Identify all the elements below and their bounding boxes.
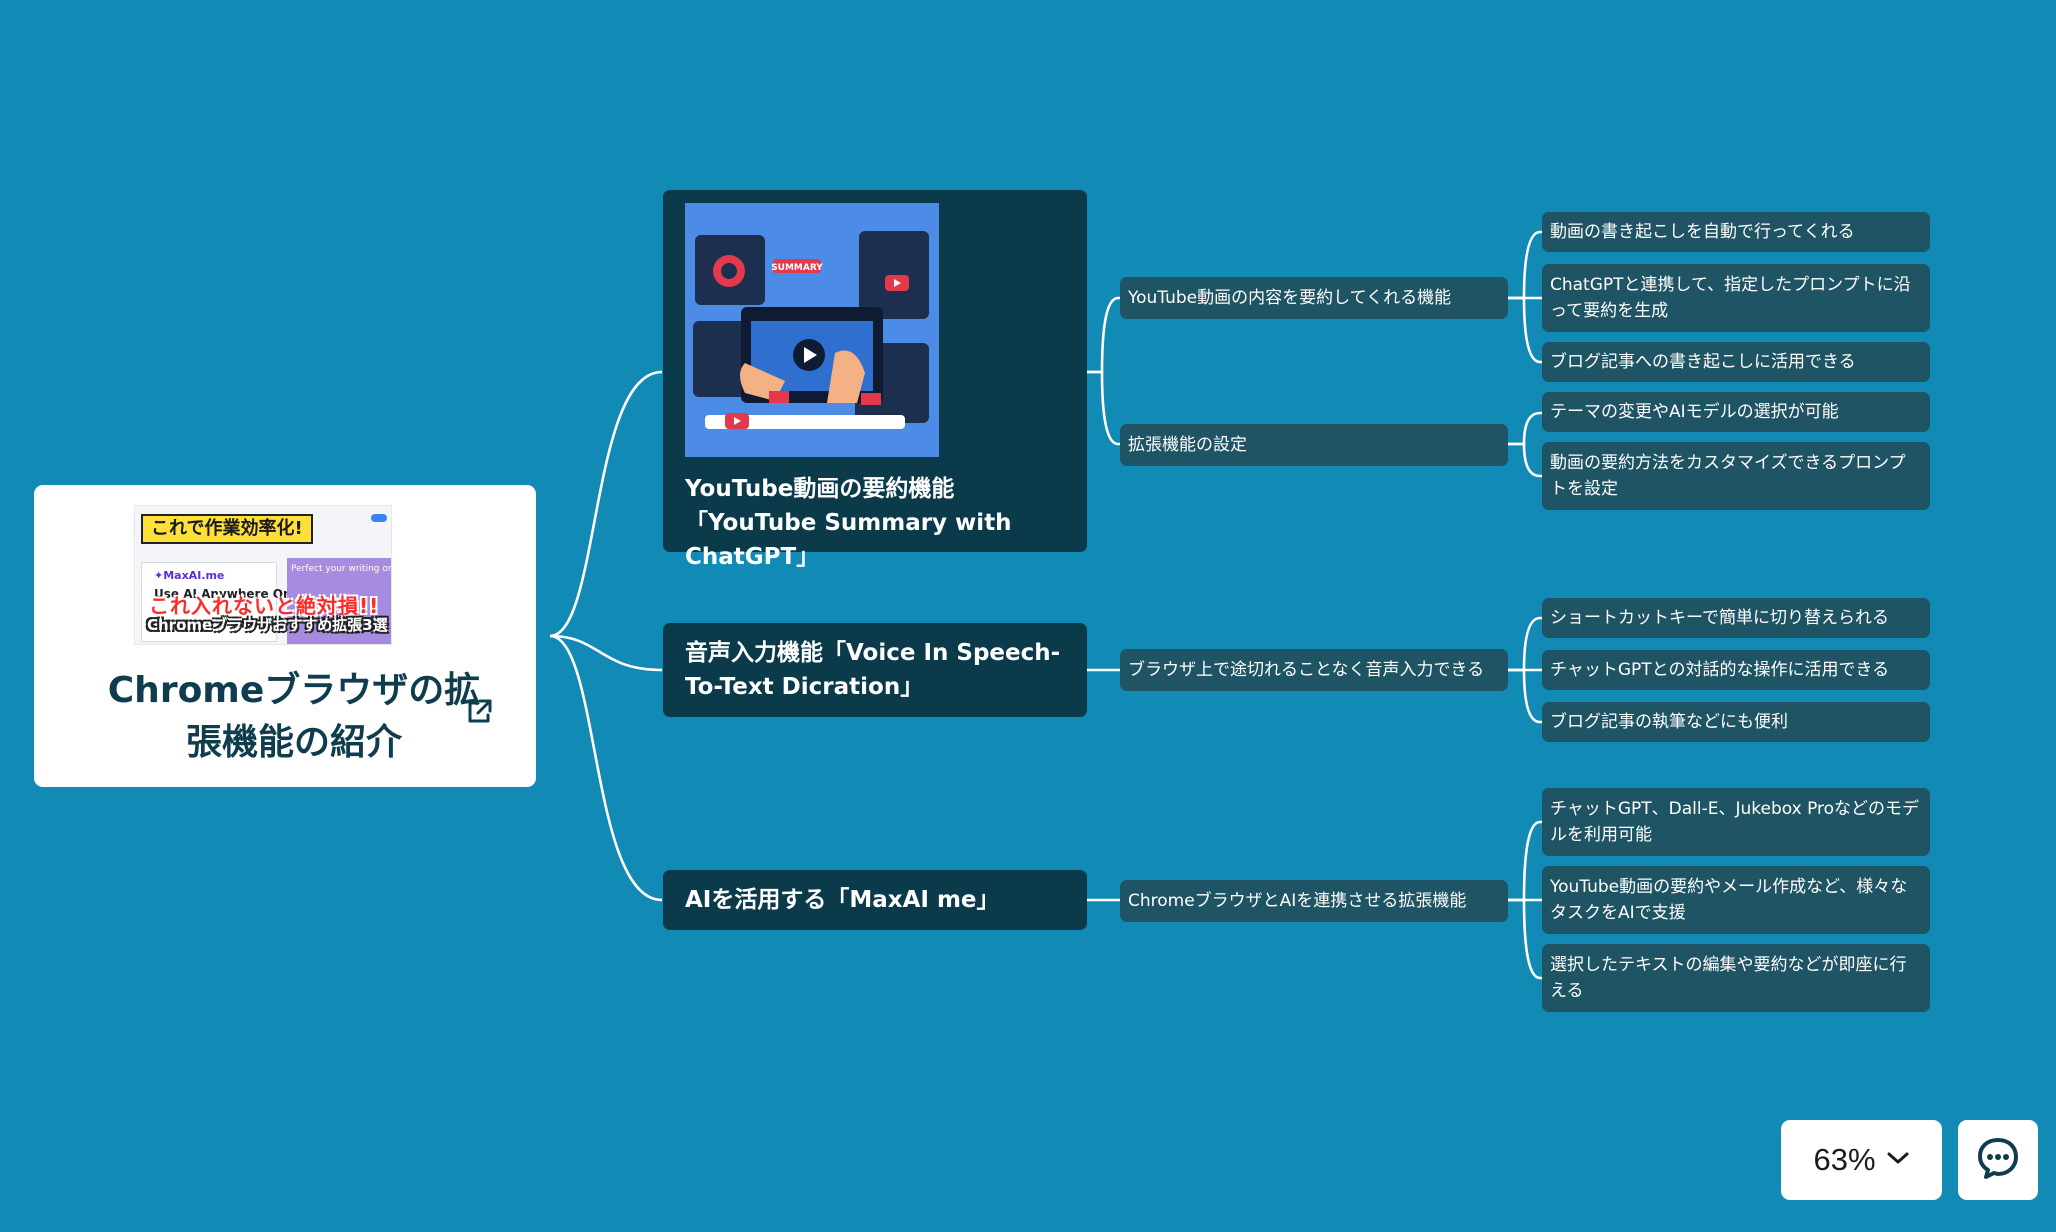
root-thumbnail: これで作業効率化! ✦MaxAI.me Use AI Anywhere Onli… bbox=[134, 505, 392, 645]
zoom-level: 63% bbox=[1813, 1142, 1876, 1177]
leaf-label: テーマの変更やAIモデルの選択が可能 bbox=[1550, 402, 1839, 422]
node-label: 拡張機能の設定 bbox=[1128, 435, 1247, 455]
leaf-item[interactable]: ショートカットキーで簡単に切り替えられる bbox=[1542, 598, 1930, 638]
leaf-label: ブログ記事への書き起こしに活用できる bbox=[1550, 352, 1856, 372]
thumbnail-banner-text: これで作業効率化! bbox=[141, 514, 313, 544]
branch-illustration: SUMMARY bbox=[685, 203, 939, 457]
branch-youtube-summary[interactable]: SUMMARY YouTube動画の要約機能「YouTube Summary w… bbox=[663, 190, 1087, 570]
illustration-summary-label: SUMMARY bbox=[771, 263, 823, 273]
leaf-item[interactable]: チャットGPT、Dall-E、Jukebox Proなどのモデルを利用可能 bbox=[1542, 788, 1930, 856]
external-link-icon[interactable] bbox=[464, 697, 494, 727]
leaf-item[interactable]: テーマの変更やAIモデルの選択が可能 bbox=[1542, 392, 1930, 432]
thumbnail-headline-text: Use AI Anywhere Online bbox=[154, 587, 317, 601]
leaf-item[interactable]: ブログ記事の執筆などにも便利 bbox=[1542, 702, 1930, 742]
leaf-item[interactable]: 動画の書き起こしを自動で行ってくれる bbox=[1542, 212, 1930, 252]
node-extension-settings[interactable]: 拡張機能の設定 bbox=[1120, 424, 1508, 466]
node-youtube-summary-feature[interactable]: YouTube動画の内容を要約してくれる機能 bbox=[1120, 277, 1508, 319]
leaf-item[interactable]: 選択したテキストの編集や要約などが即座に行える bbox=[1542, 944, 1930, 1012]
leaf-item[interactable]: 動画の要約方法をカスタマイズできるプロンプトを設定 bbox=[1542, 442, 1930, 510]
chat-bubble-icon bbox=[1975, 1135, 2021, 1185]
root-title-text: Chromeブラウザの拡張機能の紹介 bbox=[107, 670, 481, 763]
leaf-label: チャットGPT、Dall-E、Jukebox Proなどのモデルを利用可能 bbox=[1550, 799, 1920, 845]
leaf-label: ブログ記事の執筆などにも便利 bbox=[1550, 712, 1788, 732]
node-label: ChromeブラウザとAIを連携させる拡張機能 bbox=[1128, 891, 1467, 911]
root-title: Chromeブラウザの拡張機能の紹介 bbox=[54, 665, 534, 769]
leaf-label: ショートカットキーで簡単に切り替えられる bbox=[1550, 608, 1889, 628]
thumbnail-brand-text: ✦MaxAI.me bbox=[154, 569, 225, 582]
leaf-label: 選択したテキストの編集や要約などが即座に行える bbox=[1550, 955, 1907, 1001]
node-maxai-feature[interactable]: ChromeブラウザとAIを連携させる拡張機能 bbox=[1120, 880, 1508, 922]
leaf-label: 動画の書き起こしを自動で行ってくれる bbox=[1550, 222, 1855, 242]
chat-button[interactable] bbox=[1958, 1120, 2038, 1200]
thumbnail-left-panel: ✦MaxAI.me Use AI Anywhere Online bbox=[141, 562, 316, 642]
branch-voice-in[interactable]: 音声入力機能「Voice In Speech-To-Text Dicration… bbox=[663, 623, 1087, 717]
leaf-item[interactable]: YouTube動画の要約やメール作成など、様々なタスクをAIで支援 bbox=[1542, 866, 1930, 934]
chevron-down-icon bbox=[1886, 1150, 1910, 1170]
node-label: YouTube動画の内容を要約してくれる機能 bbox=[1128, 288, 1452, 308]
root-node[interactable]: これで作業効率化! ✦MaxAI.me Use AI Anywhere Onli… bbox=[34, 485, 536, 787]
leaf-item[interactable]: チャットGPTとの対話的な操作に活用できる bbox=[1542, 650, 1930, 690]
node-voice-input-feature[interactable]: ブラウザ上で途切れることなく音声入力できる bbox=[1120, 649, 1508, 691]
leaf-item[interactable]: ブログ記事への書き起こしに活用できる bbox=[1542, 342, 1930, 382]
thumbnail-right-text: Perfect your writing on any bbox=[291, 564, 391, 574]
thumbnail-dot bbox=[371, 514, 387, 522]
leaf-item[interactable]: ChatGPTと連携して、指定したプロンプトに沿って要約を生成 bbox=[1542, 264, 1930, 332]
leaf-label: ChatGPTと連携して、指定したプロンプトに沿って要約を生成 bbox=[1550, 275, 1911, 321]
branch-title: 音声入力機能「Voice In Speech-To-Text Dicration… bbox=[685, 640, 1061, 700]
branch-title: YouTube動画の要約機能「YouTube Summary with Chat… bbox=[685, 476, 1012, 570]
thumbnail-red-text: これ入れないと絶対損!! bbox=[149, 594, 380, 618]
zoom-control[interactable]: 63% bbox=[1781, 1120, 1942, 1200]
branch-title: AIを活用する「MaxAI me」 bbox=[685, 887, 1000, 913]
thumbnail-right-panel: Perfect your writing on any bbox=[287, 558, 391, 644]
branch-maxai[interactable]: AIを活用する「MaxAI me」 bbox=[663, 870, 1087, 930]
leaf-label: 動画の要約方法をカスタマイズできるプロンプトを設定 bbox=[1550, 453, 1906, 499]
leaf-label: YouTube動画の要約やメール作成など、様々なタスクをAIで支援 bbox=[1550, 877, 1908, 923]
thumbnail-bottom-text: Chromeブラウザおすすめ拡張3選 bbox=[147, 616, 388, 634]
node-label: ブラウザ上で途切れることなく音声入力できる bbox=[1128, 660, 1485, 680]
leaf-label: チャットGPTとの対話的な操作に活用できる bbox=[1550, 660, 1890, 680]
